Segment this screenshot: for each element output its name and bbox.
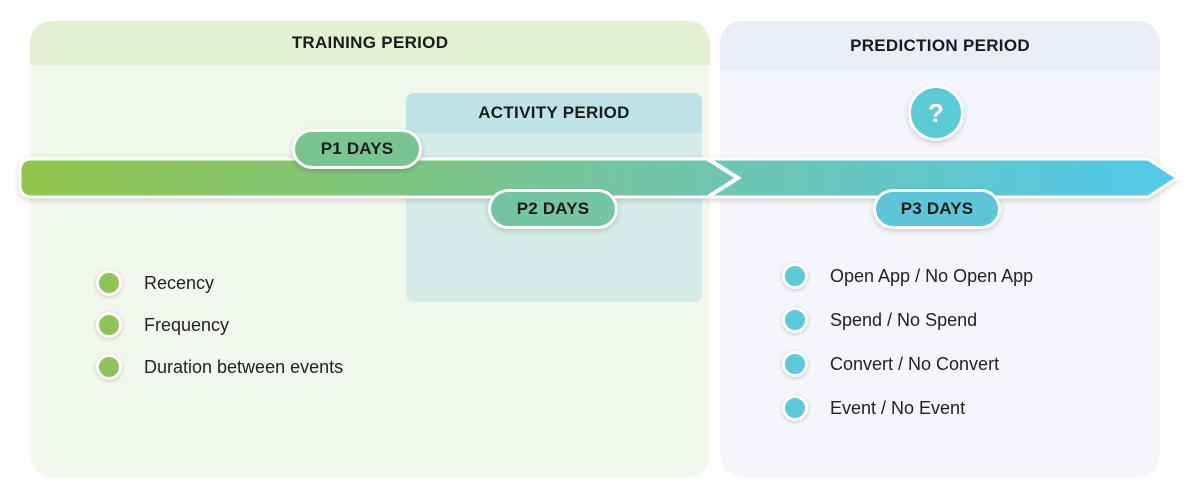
blue-bullet-icon — [782, 263, 808, 289]
list-item: Recency — [96, 262, 343, 304]
list-item: Duration between events — [96, 346, 343, 388]
target-label: Convert / No Convert — [830, 353, 1000, 374]
list-item: Event / No Event — [782, 386, 1033, 430]
activity-period-title: ACTIVITY PERIOD — [406, 93, 702, 133]
feature-label: Frequency — [144, 314, 230, 335]
list-item: Open App / No Open App — [782, 254, 1033, 298]
blue-bullet-icon — [782, 351, 808, 377]
green-bullet-icon — [96, 354, 122, 380]
target-label: Open App / No Open App — [830, 265, 1034, 286]
list-item: Convert / No Convert — [782, 342, 1033, 386]
feature-label: Recency — [144, 272, 215, 293]
p3-days-label: P3 DAYS — [873, 189, 1001, 229]
question-mark-icon: ? — [908, 85, 964, 141]
list-item: Spend / No Spend — [782, 298, 1033, 342]
green-bullet-icon — [96, 312, 122, 338]
list-item: Frequency — [96, 304, 343, 346]
blue-bullet-icon — [782, 395, 808, 421]
blue-bullet-icon — [782, 307, 808, 333]
prediction-targets-list: Open App / No Open App Spend / No Spend … — [782, 254, 1033, 430]
timeline-chevron-separator — [706, 157, 742, 199]
p1-days-label: P1 DAYS — [292, 129, 422, 169]
prediction-period-title: PREDICTION PERIOD — [720, 21, 1160, 71]
p2-days-label: P2 DAYS — [488, 189, 618, 229]
green-bullet-icon — [96, 270, 122, 296]
target-label: Event / No Event — [830, 397, 966, 418]
target-label: Spend / No Spend — [830, 309, 978, 330]
training-period-title: TRAINING PERIOD — [30, 21, 710, 65]
feature-label: Duration between events — [144, 356, 344, 377]
training-features-list: Recency Frequency Duration between event… — [96, 262, 343, 388]
